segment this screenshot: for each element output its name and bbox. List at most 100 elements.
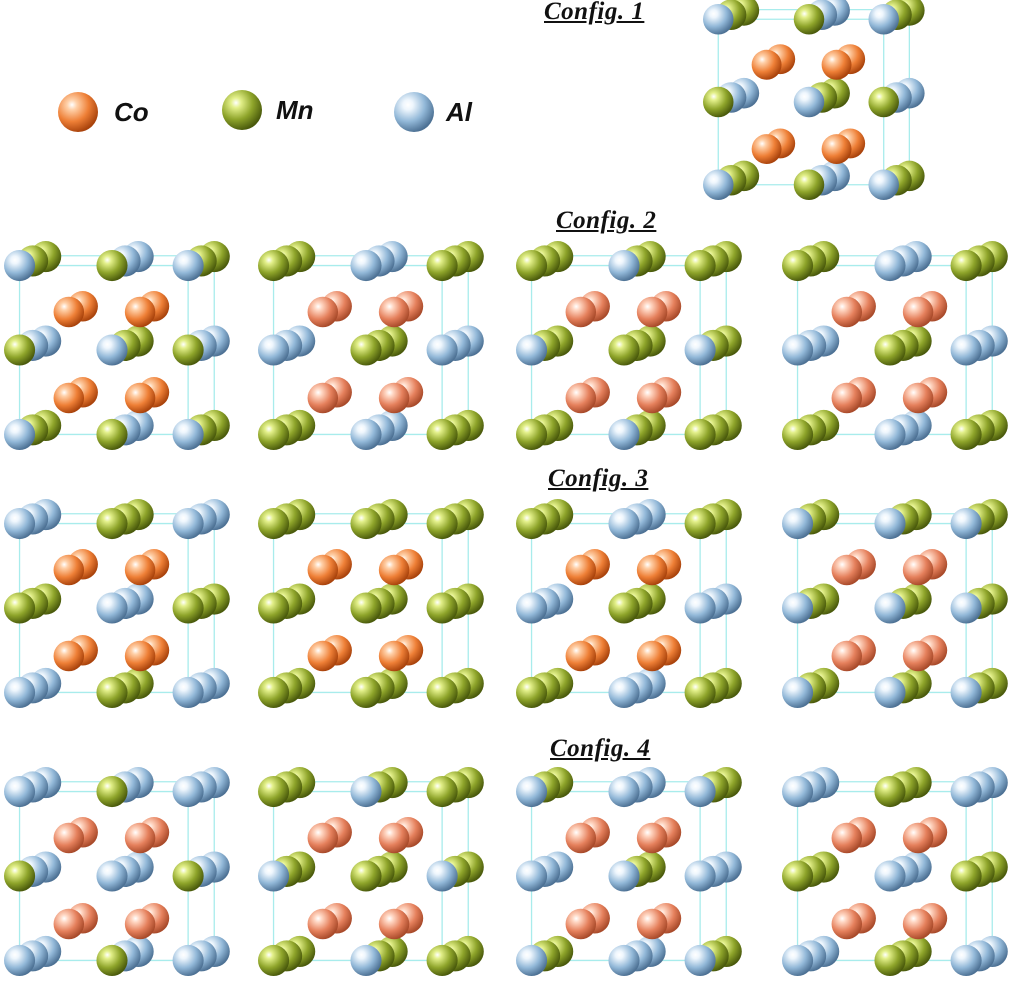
atom-al: [684, 334, 716, 366]
atom-al: [703, 169, 734, 200]
atom-co: [902, 640, 934, 672]
atom-mn: [258, 676, 290, 708]
atom-al: [516, 592, 548, 624]
atom-mn: [96, 508, 128, 540]
atom-al: [608, 418, 640, 450]
atom-al: [96, 860, 128, 892]
atom-al: [426, 860, 458, 892]
atom-al: [868, 4, 899, 35]
atom-mn: [258, 944, 290, 976]
atom-co: [821, 134, 852, 164]
atom-mn: [793, 4, 825, 35]
atom-al: [4, 250, 36, 282]
atom-al: [516, 944, 548, 976]
atom-al: [950, 944, 982, 976]
atom-mn: [793, 169, 825, 200]
atom-co: [751, 134, 782, 164]
atom-al: [950, 592, 982, 624]
atom-al: [96, 592, 128, 624]
unit-cell-config2-2: [258, 241, 484, 450]
atom-al: [172, 676, 204, 708]
atom-mn: [350, 334, 382, 366]
atom-al: [4, 676, 36, 708]
atom-co: [636, 822, 668, 854]
atom-co: [565, 382, 597, 414]
atom-al: [782, 776, 814, 808]
unit-cell-config4-4: [782, 767, 1008, 976]
atom-mn: [426, 508, 458, 540]
legend-co-sphere: [58, 92, 98, 132]
atom-mn: [950, 250, 982, 282]
legend-spheres: [58, 90, 434, 132]
atom-co: [902, 822, 934, 854]
atom-mn: [96, 676, 128, 708]
atom-al: [4, 418, 36, 450]
atom-mn: [426, 592, 458, 624]
unit-cell-config4-3: [516, 767, 742, 976]
atom-al: [516, 776, 548, 808]
atom-co: [378, 908, 410, 940]
atom-mn: [874, 944, 906, 976]
legend-mn-sphere: [222, 90, 262, 130]
atom-mn: [258, 592, 290, 624]
atom-mn: [950, 418, 982, 450]
atom-mn: [868, 86, 899, 118]
atom-mn: [172, 860, 204, 892]
atom-mn: [96, 776, 128, 808]
atom-co: [53, 640, 85, 672]
atom-mn: [516, 508, 548, 540]
atom-al: [350, 250, 382, 282]
atom-al: [516, 860, 548, 892]
atom-al: [782, 592, 814, 624]
atom-co: [902, 296, 934, 328]
unit-cell-config3-1: [4, 499, 230, 708]
atom-al: [950, 776, 982, 808]
atom-al: [782, 508, 814, 540]
atom-mn: [258, 250, 290, 282]
atom-co: [902, 554, 934, 586]
atom-al: [608, 676, 640, 708]
atom-co: [124, 640, 156, 672]
atom-al: [874, 250, 906, 282]
atom-co: [565, 908, 597, 940]
atom-mn: [96, 418, 128, 450]
atom-al: [608, 776, 640, 808]
atom-co: [124, 296, 156, 328]
atom-co: [53, 554, 85, 586]
atom-co: [902, 382, 934, 414]
atom-mn: [426, 676, 458, 708]
atom-mn: [350, 592, 382, 624]
atom-mn: [426, 418, 458, 450]
atom-mn: [172, 592, 204, 624]
config2-title: Config. 2: [556, 207, 657, 234]
atom-mn: [172, 334, 204, 366]
atom-co: [636, 296, 668, 328]
atom-mn: [684, 418, 716, 450]
atom-mn: [4, 860, 36, 892]
unit-cell-config1-1: [703, 0, 925, 200]
atom-al: [950, 334, 982, 366]
atom-co: [636, 554, 668, 586]
atom-al: [684, 860, 716, 892]
atom-co: [53, 382, 85, 414]
atom-mn: [782, 418, 814, 450]
atom-al: [172, 508, 204, 540]
atom-co: [307, 296, 339, 328]
unit-cell-config2-4: [782, 241, 1008, 450]
atom-al: [608, 860, 640, 892]
atom-al: [684, 776, 716, 808]
atom-al: [172, 944, 204, 976]
atom-mn: [96, 944, 128, 976]
atom-co: [124, 822, 156, 854]
atom-mn: [426, 776, 458, 808]
atom-co: [902, 908, 934, 940]
atom-mn: [426, 944, 458, 976]
atom-mn: [516, 676, 548, 708]
unit-cell-config2-3: [516, 241, 742, 450]
atom-mn: [874, 334, 906, 366]
atom-al: [874, 592, 906, 624]
atom-co: [124, 908, 156, 940]
atom-mn: [258, 418, 290, 450]
atom-co: [307, 554, 339, 586]
